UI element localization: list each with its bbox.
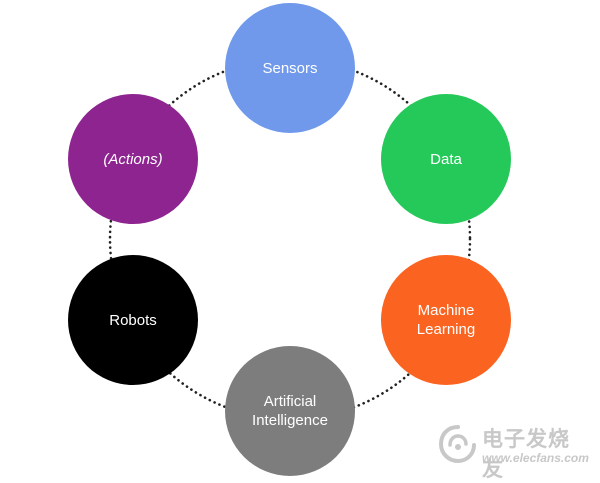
node-label-artificial-intelligence: Artificial Intelligence [252, 393, 328, 429]
node-label-data: Data [430, 150, 462, 168]
node-label-sensors: Sensors [262, 59, 318, 77]
watermark-logo-icon [438, 425, 476, 464]
watermark: 电子发烧友 www.elecfans.com [438, 419, 589, 481]
node-robots: Robots [68, 255, 198, 385]
node-artificial-intelligence: Artificial Intelligence [225, 346, 355, 476]
node-label-machine-learning: Machine Learning [416, 302, 476, 338]
node-data: Data [381, 94, 511, 224]
watermark-text-cn: 电子发烧友 [482, 427, 570, 481]
node-machine-learning: Machine Learning [381, 255, 511, 385]
watermark-url: www.elecfans.com [482, 451, 589, 465]
node-actions: (Actions) [68, 94, 198, 224]
node-sensors: Sensors [225, 3, 355, 133]
node-label-robots: Robots [109, 311, 157, 329]
node-label-actions: (Actions) [103, 150, 163, 168]
